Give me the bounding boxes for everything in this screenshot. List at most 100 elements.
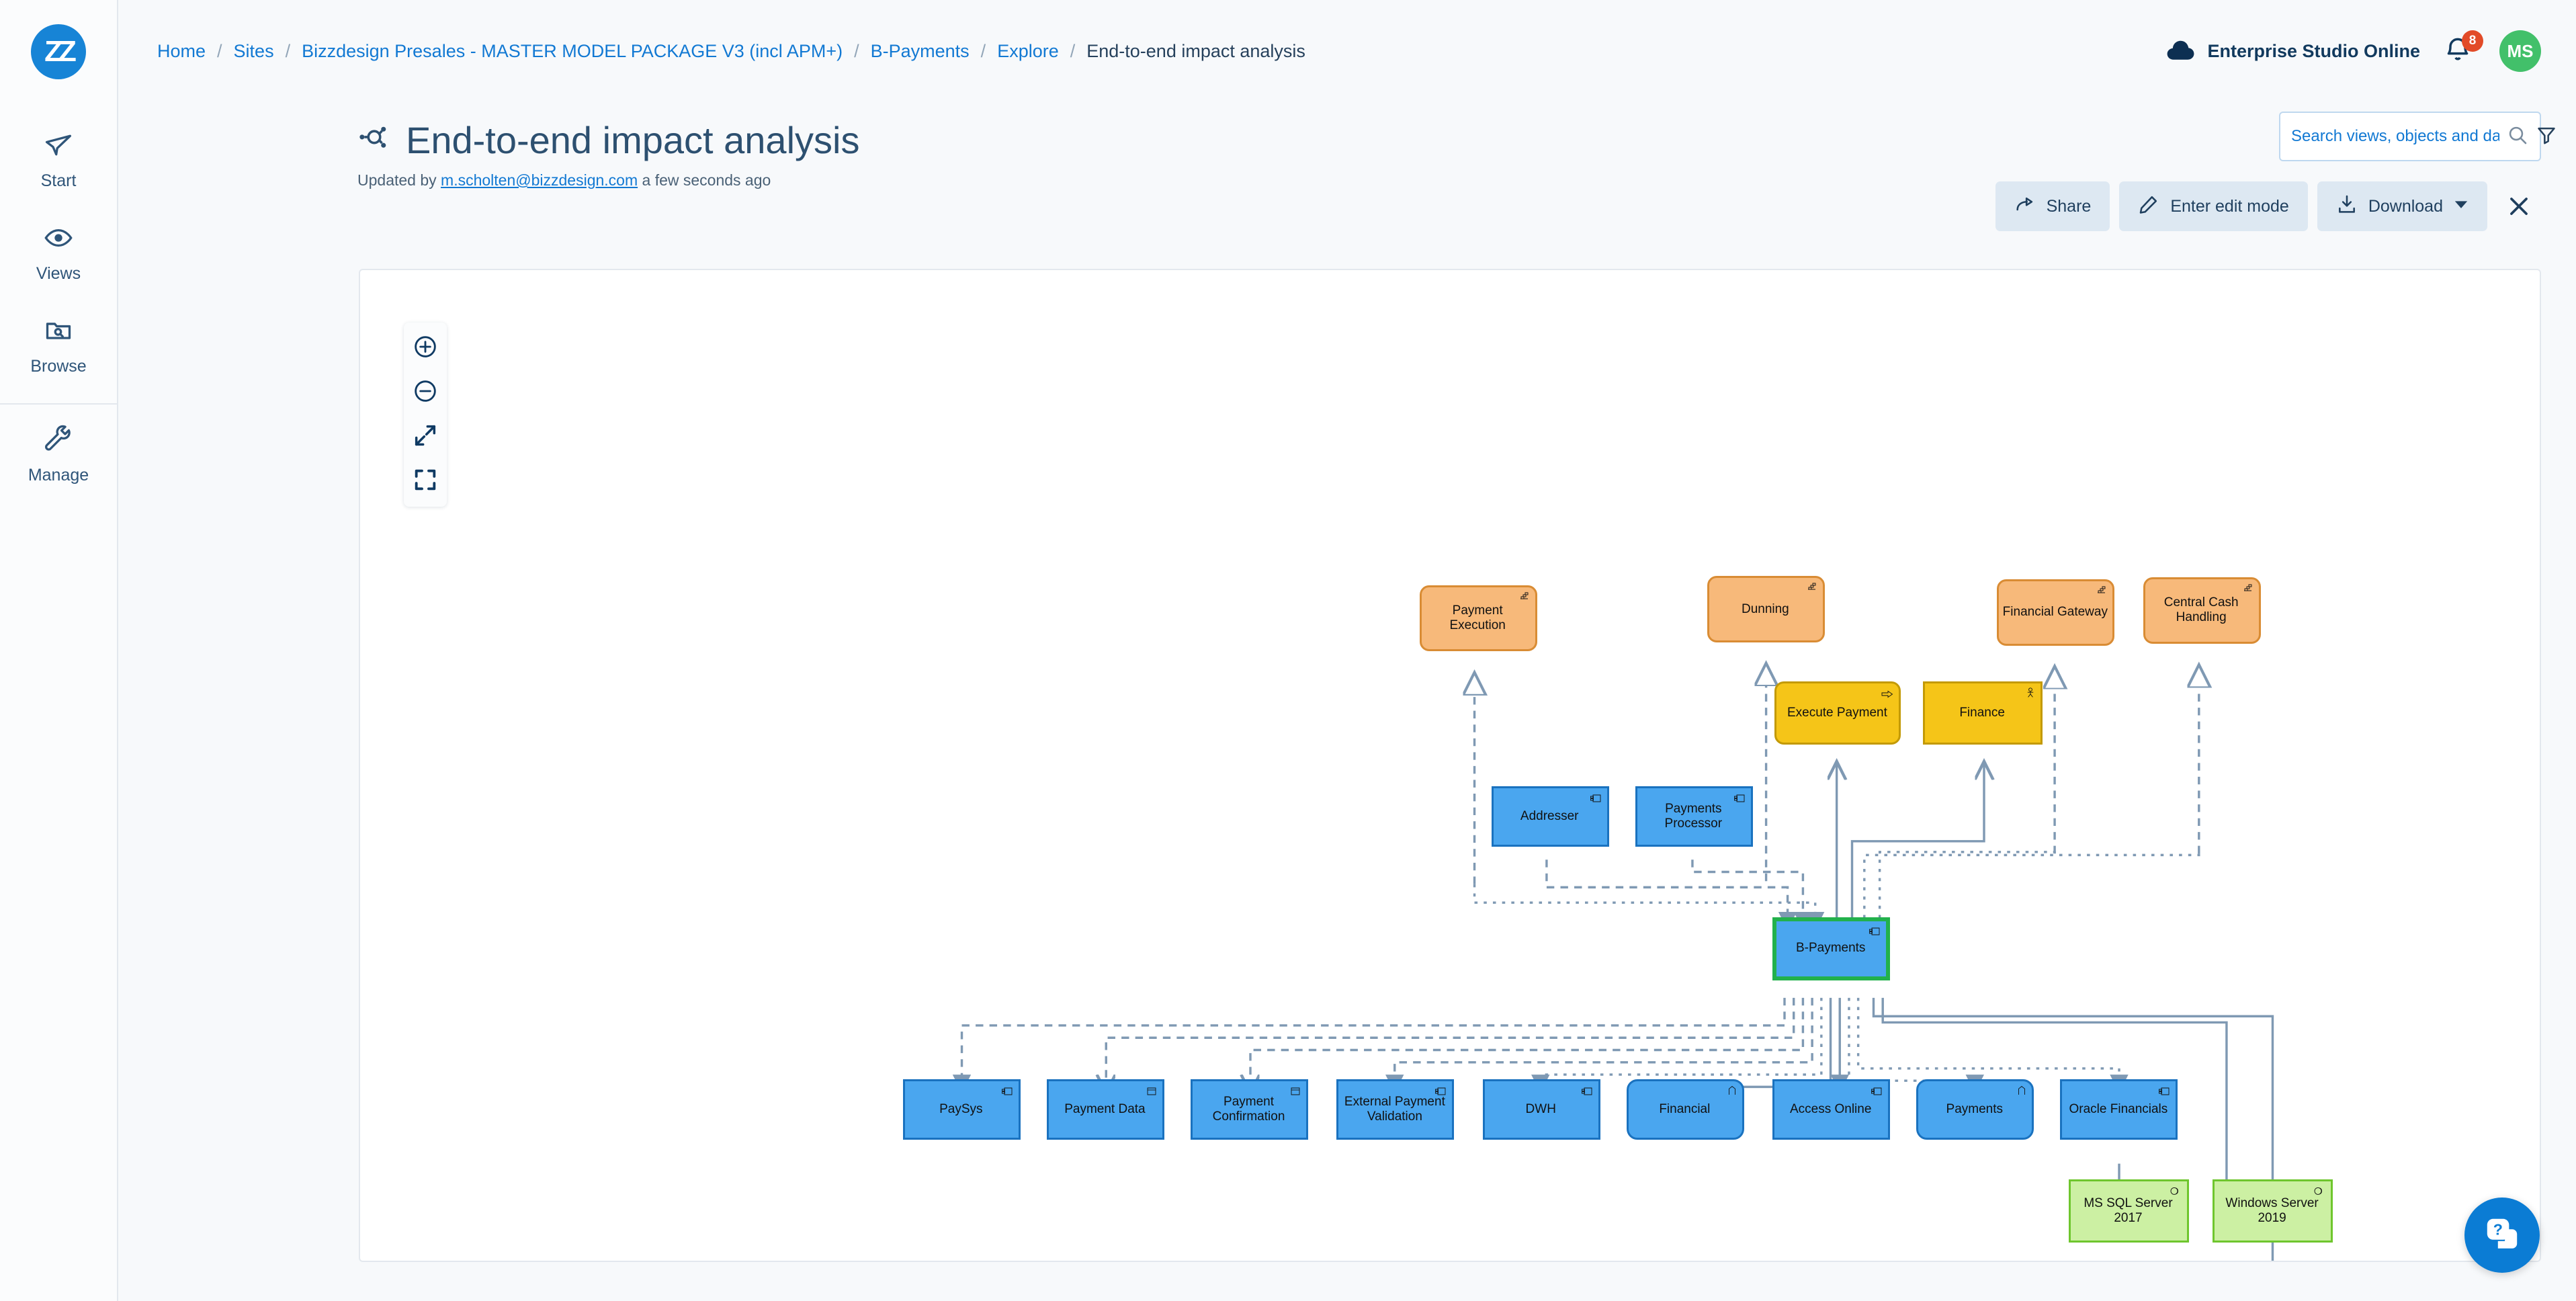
help-chat-button[interactable]: ? (2464, 1198, 2540, 1273)
svg-text:?: ? (2493, 1220, 2503, 1238)
app-logo[interactable]: ZZ (31, 24, 86, 79)
diagram-node-payment-data[interactable]: Payment Data (1046, 1079, 1165, 1140)
diagram-node-payment-confirmation[interactable]: Payment Confirmation (1190, 1079, 1309, 1140)
download-button[interactable]: Download (2317, 181, 2487, 231)
breadcrumb-separator: / (1070, 40, 1076, 61)
diagram-node-payment-execution[interactable]: Payment Execution (1419, 585, 1537, 652)
business-function-icon (1519, 591, 1530, 606)
notifications-button[interactable]: 8 (2443, 30, 2483, 68)
zoom-out-icon[interactable] (411, 376, 440, 406)
diagram-node-finance[interactable]: Finance (1922, 681, 2043, 745)
node-label: Oracle Financials (2069, 1102, 2168, 1116)
node-label: B-Payments (1795, 941, 1866, 956)
application-component-icon (1869, 925, 1881, 940)
zoom-in-icon[interactable] (411, 332, 440, 362)
diagram-node-external-payment-validation[interactable]: External Payment Validation (1336, 1079, 1455, 1140)
diagram-node-dunning[interactable]: Dunning (1707, 576, 1825, 643)
node-icon (2313, 1185, 2325, 1200)
avatar[interactable]: MS (2499, 30, 2541, 72)
business-function-icon (2243, 583, 2253, 598)
application-component-icon (1733, 792, 1746, 807)
breadcrumb-separator: / (217, 40, 222, 61)
share-label: Share (2046, 196, 2092, 216)
search-input[interactable] (2291, 127, 2499, 146)
diagram-node-financial[interactable]: Financial (1626, 1079, 1744, 1140)
page-header: End-to-end impact analysis Updated by m.… (118, 102, 2576, 231)
page-title: End-to-end impact analysis (406, 119, 860, 161)
breadcrumb-separator: / (980, 40, 986, 61)
page-subtitle: Updated by m.scholten@bizzdesign.com a f… (357, 171, 2541, 190)
breadcrumb-item-b-payments[interactable]: B-Payments (870, 40, 970, 61)
node-label: Payment Execution (1449, 603, 1506, 633)
node-label: Payments Processor (1664, 801, 1723, 831)
node-label: MS SQL Server 2017 (2084, 1195, 2173, 1226)
node-label: DWH (1525, 1102, 1556, 1116)
enter-edit-mode-label: Enter edit mode (2170, 196, 2289, 216)
node-label: Central Cash Handling (2163, 595, 2239, 625)
share-button[interactable]: Share (1995, 181, 2110, 231)
diagram-node-financial-gateway[interactable]: Financial Gateway (1997, 579, 2115, 646)
breadcrumb-item-home[interactable]: Home (157, 40, 206, 61)
fit-diagonal-icon[interactable] (411, 421, 440, 450)
diagram-node-payments-processor[interactable]: Payments Processor (1635, 786, 1753, 847)
close-view-button[interactable] (2497, 184, 2541, 228)
sidebar-item-views[interactable]: Views (0, 208, 118, 301)
top-bar: Home / Sites / Bizzdesign Presales - MAS… (118, 0, 2576, 102)
sidebar-divider (0, 403, 118, 405)
diagram-node-paysys[interactable]: PaySys (902, 1079, 1021, 1140)
pencil-icon (2138, 194, 2159, 220)
paper-plane-icon (44, 130, 73, 163)
diagram-node-oracle-financials[interactable]: Oracle Financials (2060, 1079, 2178, 1140)
sidebar-item-manage[interactable]: Manage (0, 405, 118, 503)
eye-icon (44, 223, 73, 256)
node-label: Payment Confirmation (1212, 1094, 1285, 1124)
node-label: Finance (1959, 705, 2005, 720)
node-label: PaySys (939, 1102, 983, 1116)
fullscreen-icon[interactable] (411, 465, 440, 495)
node-label: Dunning (1741, 601, 1789, 616)
diagram-node-b-payments[interactable]: B-Payments (1772, 917, 1891, 980)
download-icon (2336, 194, 2358, 220)
diagram-node-execute-payment[interactable]: Execute Payment (1774, 681, 1901, 745)
filter-icon[interactable] (2536, 124, 2557, 149)
share-icon (2014, 194, 2036, 220)
node-label: Execute Payment (1787, 705, 1887, 720)
data-object-icon (1290, 1085, 1301, 1100)
diagram-node-access-online[interactable]: Access Online (1772, 1079, 1891, 1140)
search-icon[interactable] (2506, 124, 2529, 150)
diagram-edges (952, 270, 2274, 1261)
diagram-node-ms-sql-server-2017[interactable]: MS SQL Server 2017 (2069, 1179, 2189, 1243)
left-nav-rail: ZZ Start Views (0, 0, 118, 1301)
folder-search-icon (44, 316, 73, 349)
diagram-node-dwh[interactable]: DWH (1482, 1079, 1600, 1140)
data-object-icon (1146, 1085, 1157, 1100)
updated-by-user[interactable]: m.scholten@bizzdesign.com (441, 171, 638, 189)
sidebar-item-label: Views (36, 264, 81, 283)
node-label: Payments (1946, 1102, 2004, 1116)
application-service-icon (2017, 1085, 2026, 1100)
diagram-node-windows-server-2019[interactable]: Windows Server 2019 (2213, 1179, 2333, 1243)
search-box[interactable] (2279, 112, 2555, 161)
notification-badge: 8 (2462, 30, 2483, 52)
enter-edit-mode-button[interactable]: Enter edit mode (2119, 181, 2308, 231)
sidebar-item-browse[interactable]: Browse (0, 301, 118, 394)
diagram-canvas-card[interactable]: Payment Execution Dunning (359, 269, 2541, 1262)
breadcrumb-item-package[interactable]: Bizzdesign Presales - MASTER MODEL PACKA… (302, 40, 843, 61)
zoom-toolbar (404, 323, 447, 507)
breadcrumb-item-explore[interactable]: Explore (997, 40, 1059, 61)
cloud-icon (2165, 38, 2196, 65)
sidebar-item-start[interactable]: Start (0, 116, 118, 208)
diagram-node-payments[interactable]: Payments (1916, 1079, 2034, 1140)
node-label: Windows Server 2019 (2225, 1195, 2319, 1226)
application-component-icon (1434, 1085, 1447, 1100)
updated-time: a few seconds ago (642, 171, 771, 189)
diagram-node-addresser[interactable]: Addresser (1491, 786, 1609, 847)
business-actor-icon (2026, 687, 2035, 702)
application-component-icon (1590, 792, 1602, 807)
breadcrumb-separator: / (854, 40, 859, 61)
breadcrumb-item-sites[interactable]: Sites (233, 40, 274, 61)
diagram-node-central-cash-handling[interactable]: Central Cash Handling (2143, 577, 2261, 644)
application-component-icon (1581, 1085, 1593, 1100)
business-function-icon (2096, 585, 2107, 600)
